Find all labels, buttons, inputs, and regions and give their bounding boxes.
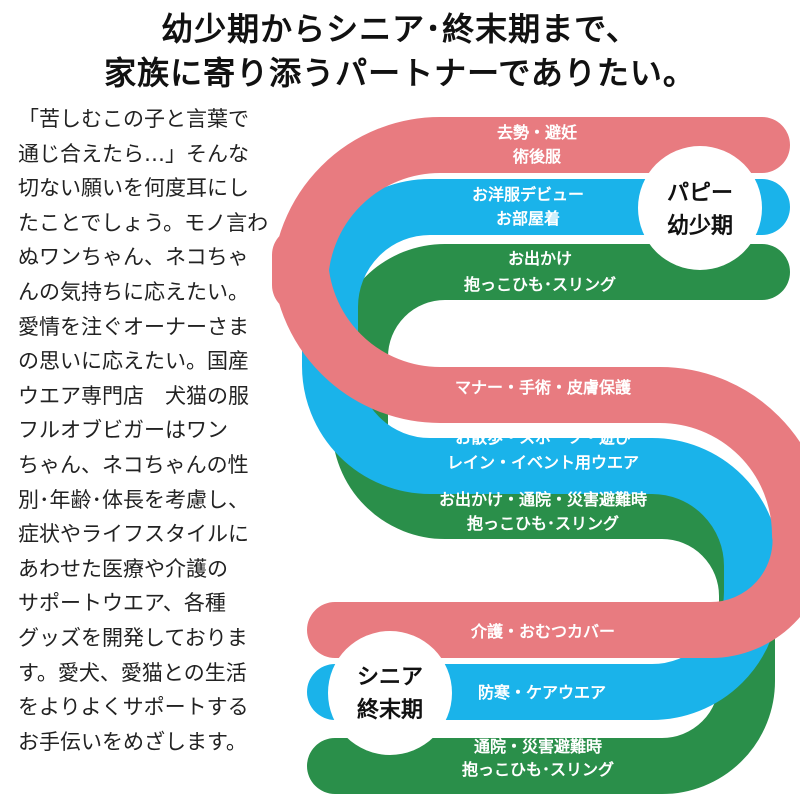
senior-circle-line-2: 終末期	[357, 697, 423, 723]
body-text: 「苦しむこの子と言葉で 通じ合えたら…」そんな 切ない願いを何度耳にし たことで…	[18, 107, 269, 754]
label-blue-bot-1: 防寒・ケアウエア	[478, 683, 606, 702]
headline-line-2: 家族に寄り添うパートナーでありたい。	[104, 54, 696, 92]
label-green-top-2: 抱っこひも･スリング	[464, 275, 616, 294]
label-blue-top-1: お洋服デビュー	[472, 185, 584, 204]
pink-ribbon	[272, 117, 800, 659]
label-blue-mid-1: お散歩・スポーツ・遊び	[455, 428, 632, 447]
puppy-circle-line-1: パピー	[667, 181, 733, 206]
senior-circle-line-1: シニア	[357, 665, 423, 690]
label-green-top-1: お出かけ	[508, 249, 572, 268]
label-blue-mid-2: レイン・イベント用ウエア	[447, 453, 639, 472]
puppy-circle-line-2: 幼少期	[667, 213, 733, 239]
label-pink-bot-1: 介護・おむつカバー	[470, 622, 615, 641]
label-pink-top-1: 去勢・避妊	[497, 123, 577, 142]
label-green-bot-1: 通院・災害避難時	[474, 737, 602, 756]
senior-circle: シニア 終末期	[328, 631, 452, 755]
label-blue-top-2: お部屋着	[496, 209, 560, 228]
label-pink-mid-1: マナー・手術・皮膚保護	[455, 378, 632, 397]
label-pink-top-2: 術後服	[512, 147, 562, 166]
headline-line-1: 幼少期からシニア･終末期まで、	[161, 10, 639, 48]
label-green-mid-1: お出かけ・通院・災害避難時	[439, 490, 647, 509]
puppy-circle: パピー 幼少期	[638, 146, 762, 270]
green-ribbon	[307, 244, 790, 794]
label-green-bot-2: 抱っこひも･スリング	[462, 760, 614, 779]
label-green-mid-2: 抱っこひも･スリング	[467, 514, 619, 533]
